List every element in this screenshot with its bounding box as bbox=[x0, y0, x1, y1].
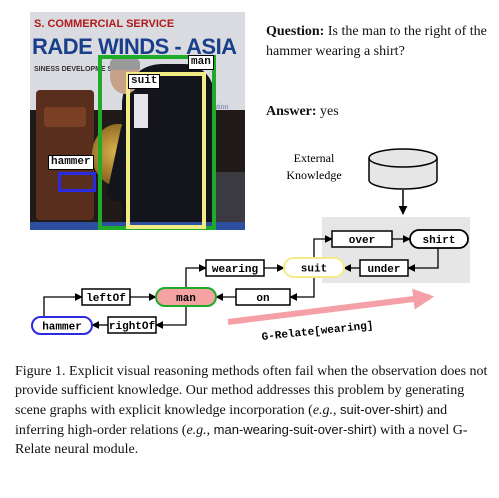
edge-over: over bbox=[331, 230, 393, 248]
node-man: man bbox=[155, 287, 217, 307]
drape bbox=[212, 172, 245, 230]
caption-part1: Figure 1. Explicit visual reasoning meth… bbox=[15, 364, 488, 418]
database-icon bbox=[368, 148, 438, 190]
caption-eg2: e.g. bbox=[186, 423, 207, 438]
node-suit-label: suit bbox=[301, 264, 327, 276]
knowledge-label-line2: Knowledge bbox=[286, 168, 341, 182]
grelate-arrow bbox=[227, 288, 435, 325]
edge-on-label: on bbox=[256, 293, 269, 305]
man-hair bbox=[110, 56, 140, 70]
shirt-figure bbox=[134, 94, 148, 128]
banner-text-line2: RADE WINDS - ASIA bbox=[32, 34, 237, 59]
hammer-box-label: hammer bbox=[48, 155, 94, 170]
answer-label: Answer: bbox=[266, 104, 317, 119]
banner-text-line3: SINESS DEVELOPME SSION bbox=[34, 66, 130, 73]
caption-example1: suit-over-shirt bbox=[340, 402, 419, 417]
caption-part4: , bbox=[206, 423, 214, 438]
question-label: Question: bbox=[266, 24, 325, 39]
caption-part5: ) with a novel G-Relate neural module. bbox=[15, 423, 468, 457]
node-shirt: shirt bbox=[409, 229, 469, 249]
edge-under-label: under bbox=[367, 264, 400, 276]
answer-block: Answer: yes bbox=[266, 104, 339, 120]
node-shirt-label: shirt bbox=[422, 235, 455, 247]
edge-leftOf: leftOf bbox=[81, 288, 131, 306]
edge-wearing-label: wearing bbox=[212, 264, 258, 276]
edge-wearing: wearing bbox=[205, 259, 265, 277]
edge-rightOf-label: rightOf bbox=[109, 321, 156, 333]
figure-caption: Figure 1. Explicit visual reasoning meth… bbox=[15, 362, 490, 459]
banner-text-line1: S. COMMERCIAL SERVICE bbox=[34, 18, 175, 30]
node-man-label: man bbox=[176, 293, 196, 305]
figure-photo: S. COMMERCIAL SERVICE RADE WINDS - ASIA … bbox=[30, 12, 245, 230]
node-hammer-label: hammer bbox=[42, 322, 82, 334]
scene-graph-diagram: External Knowledge G-Relate[wearing] bbox=[31, 148, 470, 344]
suit-bounding-box bbox=[126, 72, 206, 229]
question-text: Is the man to the right of the hammer we… bbox=[266, 24, 487, 59]
node-hammer: hammer bbox=[31, 316, 93, 335]
gong-stand-top bbox=[44, 107, 86, 127]
suit-box-label: suit bbox=[128, 74, 161, 89]
edge-over-label: over bbox=[349, 235, 375, 247]
caption-part3: ) and inferring high-order relations ( bbox=[15, 403, 448, 438]
man-box-label: man bbox=[188, 55, 214, 70]
node-suit: suit bbox=[283, 257, 345, 278]
question-block: Question: Is the man to the right of the… bbox=[266, 22, 491, 62]
caption-example2: man-wearing-suit-over-shirt bbox=[213, 422, 372, 437]
edge-on: on bbox=[235, 288, 291, 306]
answer-text: yes bbox=[320, 104, 339, 119]
edge-rightOf: rightOf bbox=[107, 316, 157, 334]
caption-eg1: e.g. bbox=[312, 403, 334, 418]
hammer-bounding-box bbox=[58, 172, 96, 192]
edge-under: under bbox=[359, 259, 409, 277]
edge-leftOf-label: leftOf bbox=[86, 293, 126, 305]
knowledge-label-line1: External bbox=[294, 151, 335, 165]
grelate-label: G-Relate[wearing] bbox=[261, 320, 374, 344]
caption-part2: , bbox=[333, 403, 341, 418]
